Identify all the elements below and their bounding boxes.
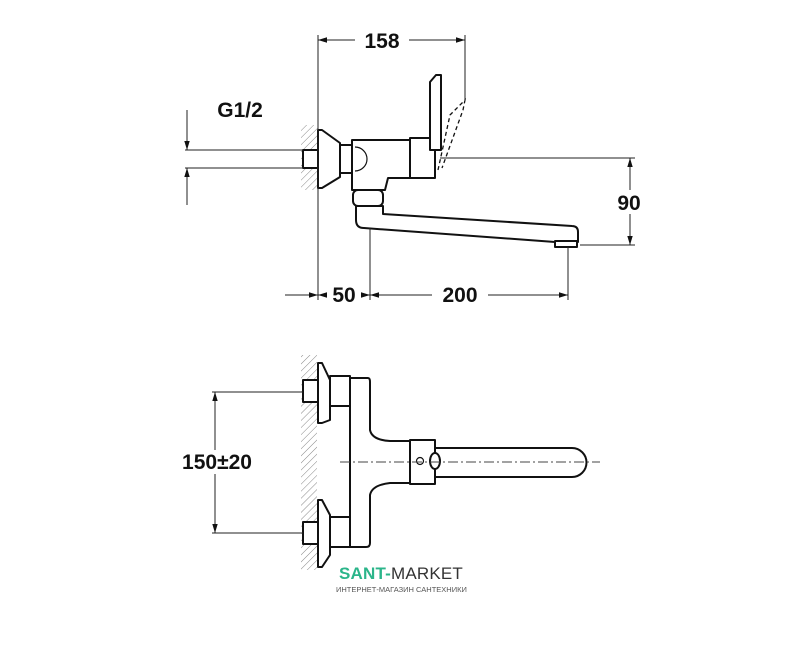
wall-hatch	[301, 355, 317, 570]
logo-tagline: ИНТЕРНЕТ-МАГАЗИН САНТЕХНИКИ	[336, 585, 467, 594]
lever-alternate-position	[437, 98, 467, 171]
swivel-collar	[352, 189, 384, 207]
mixer-body	[351, 139, 411, 191]
logo-brand-part1: SANT-	[338, 564, 391, 583]
lever-handle	[429, 74, 442, 151]
nut-lower	[329, 516, 351, 548]
inlet-nipple-lower	[302, 521, 320, 545]
dim-center-distance: 150±20	[182, 451, 252, 474]
inlet-nipple-upper	[302, 379, 320, 403]
side-view: 158 G1/2 90 50 200	[184, 28, 650, 307]
inlet-nipple	[302, 149, 320, 169]
wall-flange	[317, 129, 341, 189]
dim-spout-200: 200	[442, 284, 477, 307]
flange-lower	[317, 499, 331, 568]
sant-market-logo: SANT-MARKET ИНТЕРНЕТ-МАГАЗИН САНТЕХНИКИ	[336, 564, 467, 594]
dim-height-90: 90	[617, 192, 640, 215]
logo-brand-part2: MARKET	[390, 564, 464, 583]
flange-upper	[317, 362, 331, 424]
dim-width-158: 158	[364, 30, 399, 53]
dim-offset-50: 50	[332, 284, 355, 307]
nut-upper	[329, 375, 351, 407]
dim-thread-g12: G1/2	[217, 99, 263, 122]
top-view: 150±20	[168, 355, 600, 570]
spout	[355, 205, 579, 243]
union-nut	[339, 144, 353, 174]
aerator	[554, 240, 578, 248]
